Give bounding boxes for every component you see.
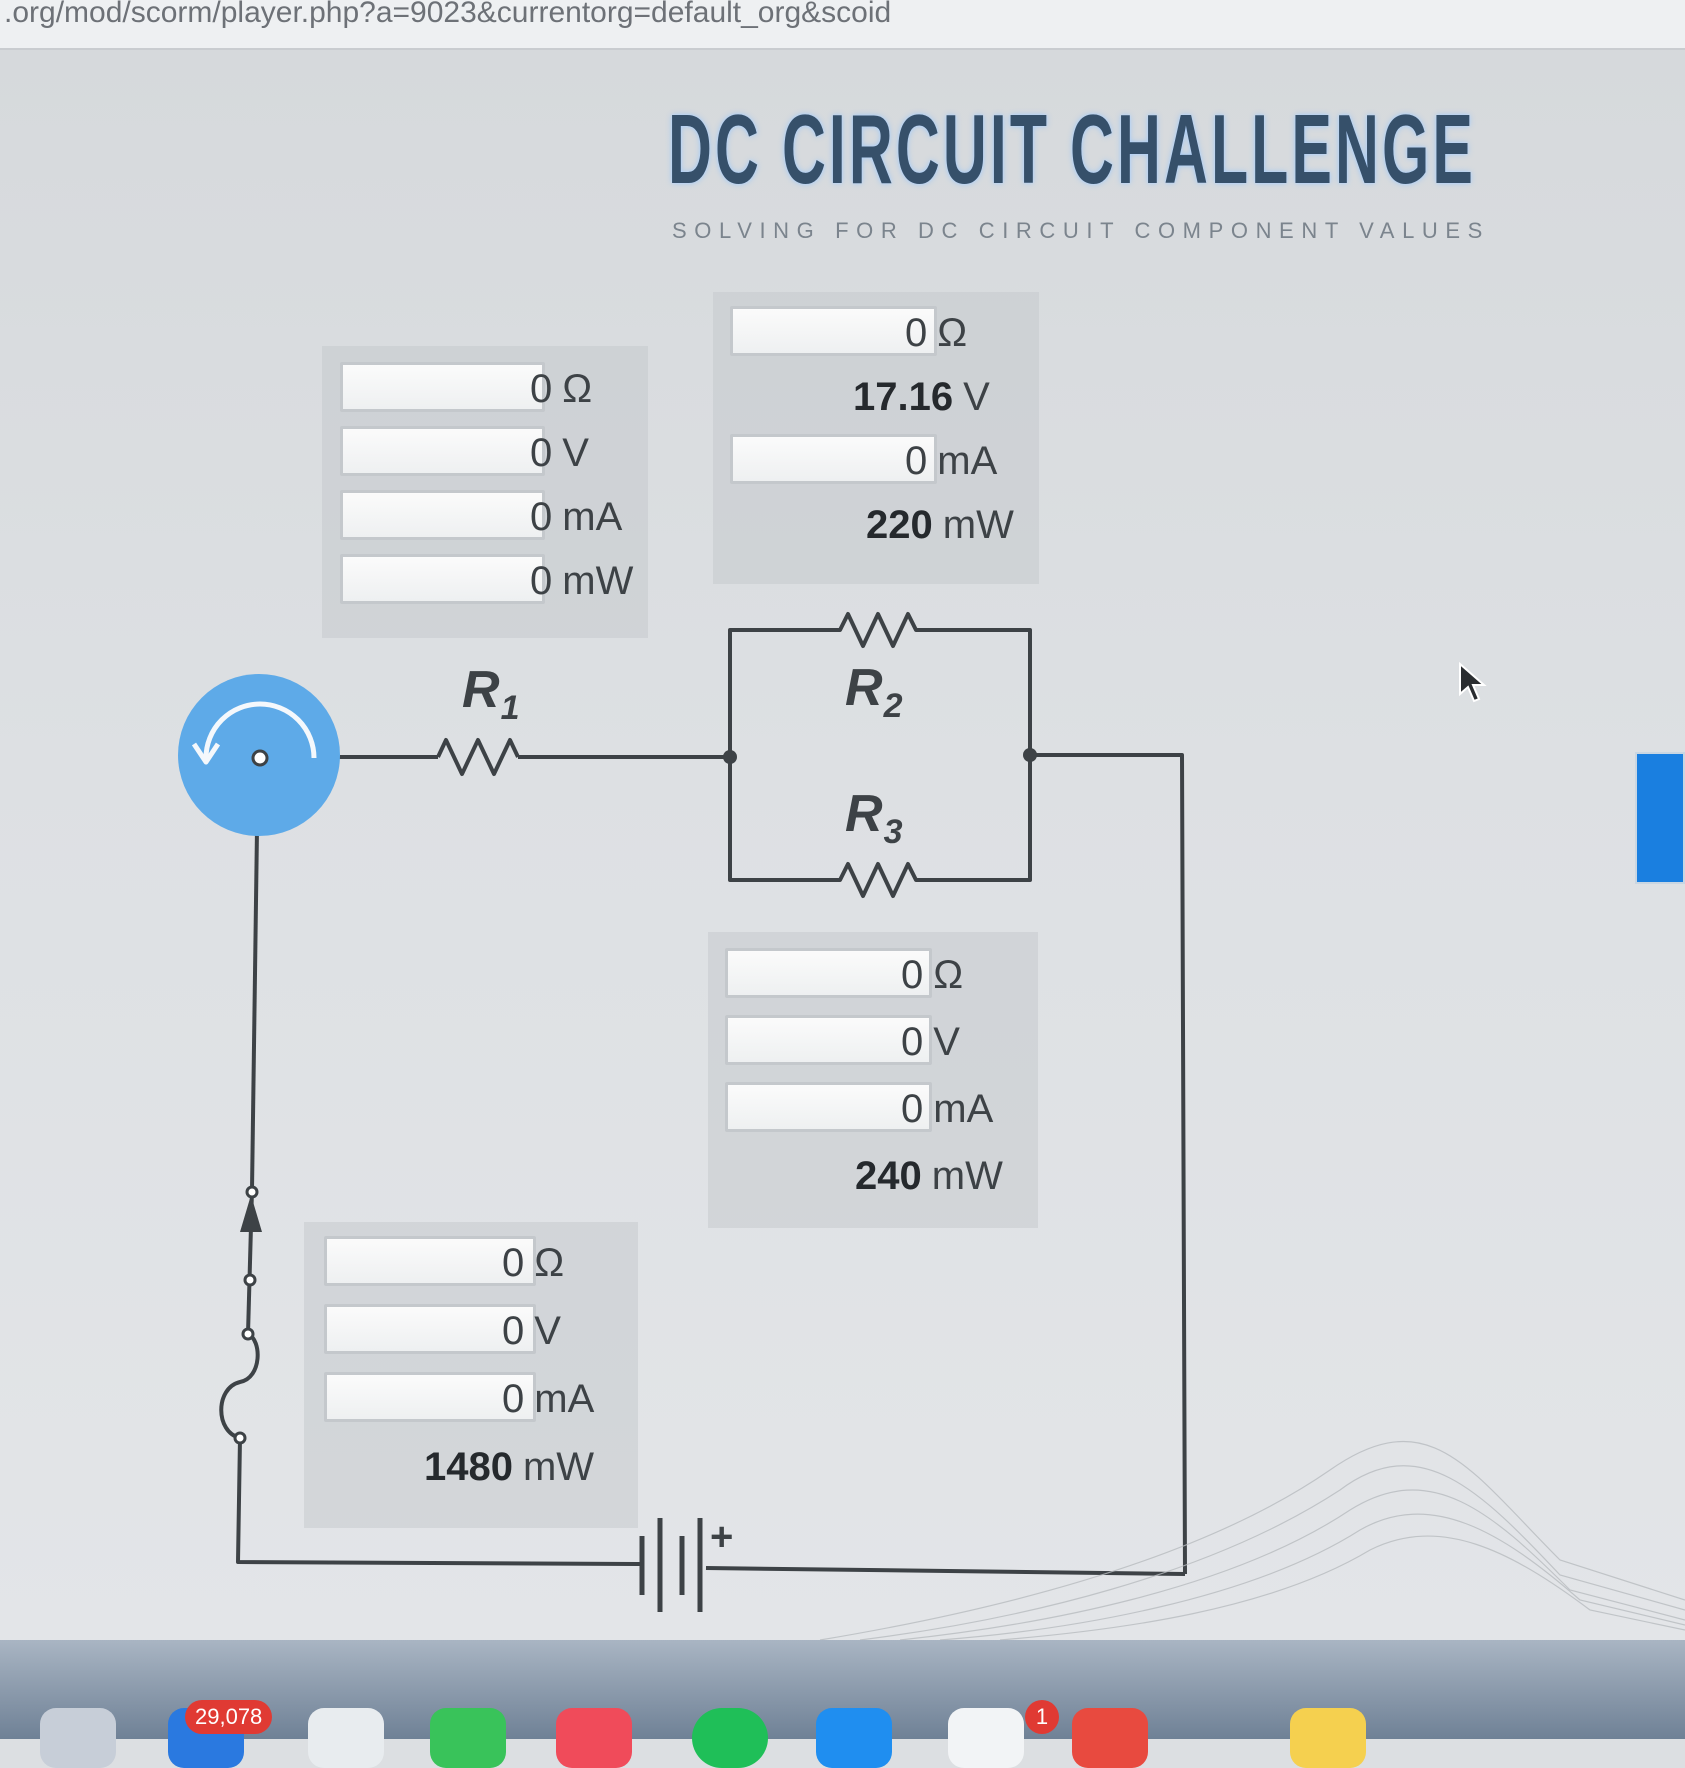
r2-current-value: 0: [905, 439, 928, 483]
r3-current-value: 0: [901, 1087, 924, 1131]
milliamp-unit: mA: [933, 1087, 994, 1131]
mouse-cursor-icon: [1459, 662, 1487, 703]
r3-power-value: 240: [855, 1154, 922, 1198]
r3-voltage-value: 0: [901, 1020, 924, 1064]
dock-app-messages[interactable]: [430, 1708, 506, 1768]
r1-power-input[interactable]: [340, 554, 545, 604]
volt-unit: V: [933, 1020, 960, 1064]
r1-current-input[interactable]: [340, 490, 545, 540]
ohm-unit: Ω: [562, 367, 593, 411]
milliamp-unit: mA: [937, 439, 998, 483]
dock-app-launchpad[interactable]: [40, 1708, 116, 1768]
dock-app-notes[interactable]: [1290, 1708, 1366, 1768]
dock-app-appstore[interactable]: [816, 1708, 892, 1768]
next-button[interactable]: [1635, 752, 1685, 884]
volt-unit: V: [562, 431, 589, 475]
r2-voltage-value: 17.16: [853, 375, 954, 419]
ohm-unit: Ω: [534, 1241, 565, 1285]
url-text: .org/mod/scorm/player.php?a=9023&current…: [4, 0, 892, 29]
r3-current-input[interactable]: [725, 1082, 932, 1132]
mail-unread-badge: 29,078: [185, 1700, 273, 1734]
r2-resistance-value: 0: [905, 311, 928, 355]
total-power-value: 1480: [424, 1445, 513, 1489]
page-subtitle: SOLVING FOR DC CIRCUIT COMPONENT VALUES: [672, 218, 1490, 243]
ohm-unit: Ω: [933, 953, 964, 997]
milliwatt-unit: mW: [562, 559, 634, 603]
dock-app-whatsapp[interactable]: [948, 1708, 1024, 1768]
r1-voltage-value: 0: [530, 431, 553, 475]
milliwatt-unit: mW: [942, 503, 1014, 547]
battery-symbol: [639, 1518, 703, 1612]
battery-positive-label: +: [710, 1515, 733, 1559]
r1-voltage-input[interactable]: [340, 426, 545, 476]
r3-voltage-input[interactable]: [725, 1015, 932, 1065]
r2-label: R2: [845, 659, 903, 725]
r1-label: R1: [462, 661, 520, 727]
total-voltage-value: 0: [502, 1309, 525, 1353]
macos-dock: 29,078 1: [0, 1640, 1685, 1768]
milliwatt-unit: mW: [522, 1445, 595, 1489]
parallel-branch-r2: [728, 612, 1032, 757]
r2-resistance-input[interactable]: [730, 306, 937, 356]
fuse-symbol: [219, 1332, 260, 1440]
total-current-value: 0: [502, 1377, 525, 1421]
ohm-unit: Ω: [937, 311, 968, 355]
r3-resistance-input[interactable]: [725, 948, 932, 998]
total-voltage-input[interactable]: [324, 1304, 536, 1354]
rotate-ccw-icon: [191, 701, 317, 767]
volt-unit: V: [963, 375, 990, 419]
dock-app-calendar[interactable]: [1072, 1708, 1148, 1768]
browser-address-bar[interactable]: .org/mod/scorm/player.php?a=9023&current…: [0, 0, 1685, 50]
milliamp-unit: mA: [534, 1377, 595, 1421]
reset-button[interactable]: [178, 674, 340, 836]
r1-power-value: 0: [530, 559, 553, 603]
total-resistance-input[interactable]: [324, 1236, 536, 1286]
dock-app-music[interactable]: [556, 1708, 632, 1768]
junction-node-left: [723, 750, 737, 764]
dock-app-chrome[interactable]: [308, 1708, 384, 1768]
r3-resistance-value: 0: [901, 953, 924, 997]
parallel-branch-r3: [728, 755, 1032, 898]
r1-resistance-value: 0: [530, 367, 553, 411]
r3-label: R3: [845, 785, 903, 851]
junction-node-right: [1023, 748, 1037, 762]
decorative-wave-graphic: [819, 1441, 1685, 1641]
r1-current-value: 0: [530, 495, 553, 539]
current-arrow-icon: [240, 1195, 262, 1232]
milliwatt-unit: mW: [931, 1154, 1003, 1198]
wire-bottom-left: [236, 1437, 641, 1566]
milliamp-unit: mA: [562, 495, 623, 539]
r2-power-value: 220: [866, 503, 933, 547]
wire-right: [1030, 753, 1187, 1575]
r1-resistance-input[interactable]: [340, 362, 545, 412]
r1-resistor-symbol: [436, 738, 520, 776]
total-resistance-value: 0: [502, 1241, 525, 1285]
volt-unit: V: [534, 1309, 561, 1353]
r2-current-input[interactable]: [730, 434, 937, 484]
wire-bottom-right: [705, 1566, 1186, 1576]
notification-badge: 1: [1025, 1700, 1059, 1734]
page-title: DC CIRCUIT CHALLENGE: [668, 94, 1476, 204]
total-current-input[interactable]: [324, 1372, 536, 1422]
dock-app-spotify[interactable]: [692, 1708, 768, 1768]
